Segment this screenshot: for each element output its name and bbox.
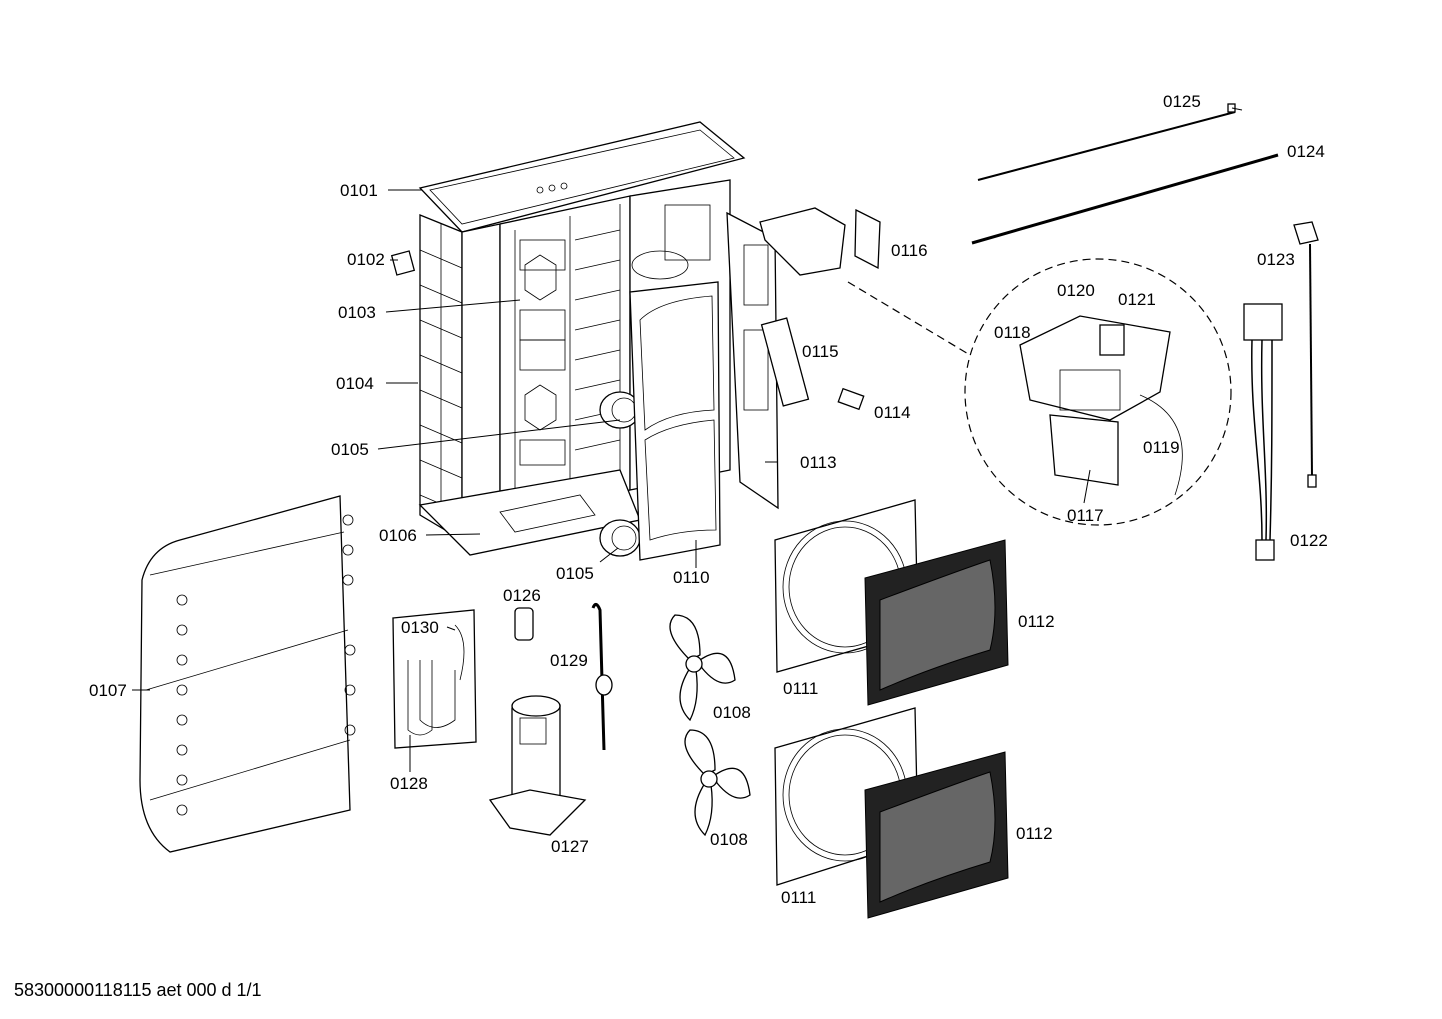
label-0113: 0113: [800, 453, 837, 472]
side-panel-part: [726, 211, 779, 510]
heater-part: [392, 609, 477, 749]
label-0103: 0103: [338, 303, 376, 322]
label-0101: 0101: [340, 181, 378, 200]
detail-circle: [964, 258, 1232, 526]
leader-lines: [132, 107, 1243, 772]
label-0111-upper: 0111: [783, 679, 818, 698]
capacitor-part: [514, 607, 534, 641]
label-0108-upper: 0108: [713, 703, 751, 722]
handle-part: [390, 250, 416, 276]
clip-part: [837, 387, 865, 411]
label-0105-lower: 0105: [556, 564, 594, 583]
label-0114: 0114: [874, 403, 911, 422]
document-number: 58300000118115 aet 000 d 1/1: [14, 980, 262, 1000]
label-0121: 0121: [1118, 290, 1156, 309]
label-0119: 0119: [1143, 438, 1180, 457]
label-0128: 0128: [390, 774, 428, 793]
condenser-coil-part: [139, 495, 356, 853]
sensor-rod-part: [977, 111, 1236, 181]
label-0126: 0126: [503, 586, 541, 605]
fan-motor-lower: [599, 519, 641, 557]
fan-guard-lower: [864, 751, 1009, 919]
valve-part: [591, 603, 613, 751]
sensor-wire-part: [1293, 221, 1319, 488]
label-0111-lower: 0111: [781, 888, 816, 907]
label-0118: 0118: [994, 323, 1031, 342]
label-0102: 0102: [347, 250, 385, 269]
label-0122: 0122: [1290, 531, 1328, 550]
electric-box-part: [759, 207, 881, 276]
label-0106: 0106: [379, 526, 417, 545]
label-0108-lower: 0108: [710, 830, 748, 849]
label-0125: 0125: [1163, 92, 1201, 111]
label-0107: 0107: [89, 681, 127, 700]
wiring-harness-part: [1243, 303, 1283, 561]
fan-blade-upper: [669, 614, 736, 722]
compressor-part: [488, 695, 587, 836]
front-panel-part: [629, 281, 721, 561]
label-0105-upper: 0105: [331, 440, 369, 459]
top-cover-part: [418, 121, 746, 233]
label-0129: 0129: [550, 651, 588, 670]
label-0124: 0124: [1287, 142, 1325, 161]
label-0115: 0115: [802, 342, 839, 361]
fan-blade-lower: [684, 729, 751, 837]
label-0104: 0104: [336, 374, 374, 393]
sensor-cable-part: [971, 153, 1279, 245]
label-0127: 0127: [551, 837, 589, 856]
label-0116: 0116: [891, 241, 928, 260]
label-0123: 0123: [1257, 250, 1295, 269]
label-0130: 0130: [401, 618, 439, 637]
label-0112-lower: 0112: [1016, 824, 1053, 843]
label-0117: 0117: [1067, 506, 1104, 525]
part-labels: 0101 0102 0103 0104 0105 0106 0105 0110 …: [89, 92, 1328, 907]
fan-motor-upper: [599, 391, 641, 429]
label-0110: 0110: [673, 568, 710, 587]
label-0112-upper: 0112: [1018, 612, 1055, 631]
label-0120: 0120: [1057, 281, 1095, 300]
detail-leader-line: [847, 281, 971, 356]
fan-guard-upper: [864, 539, 1009, 706]
control-box-detail: [1019, 315, 1183, 496]
cover-gasket-part: [760, 317, 810, 407]
